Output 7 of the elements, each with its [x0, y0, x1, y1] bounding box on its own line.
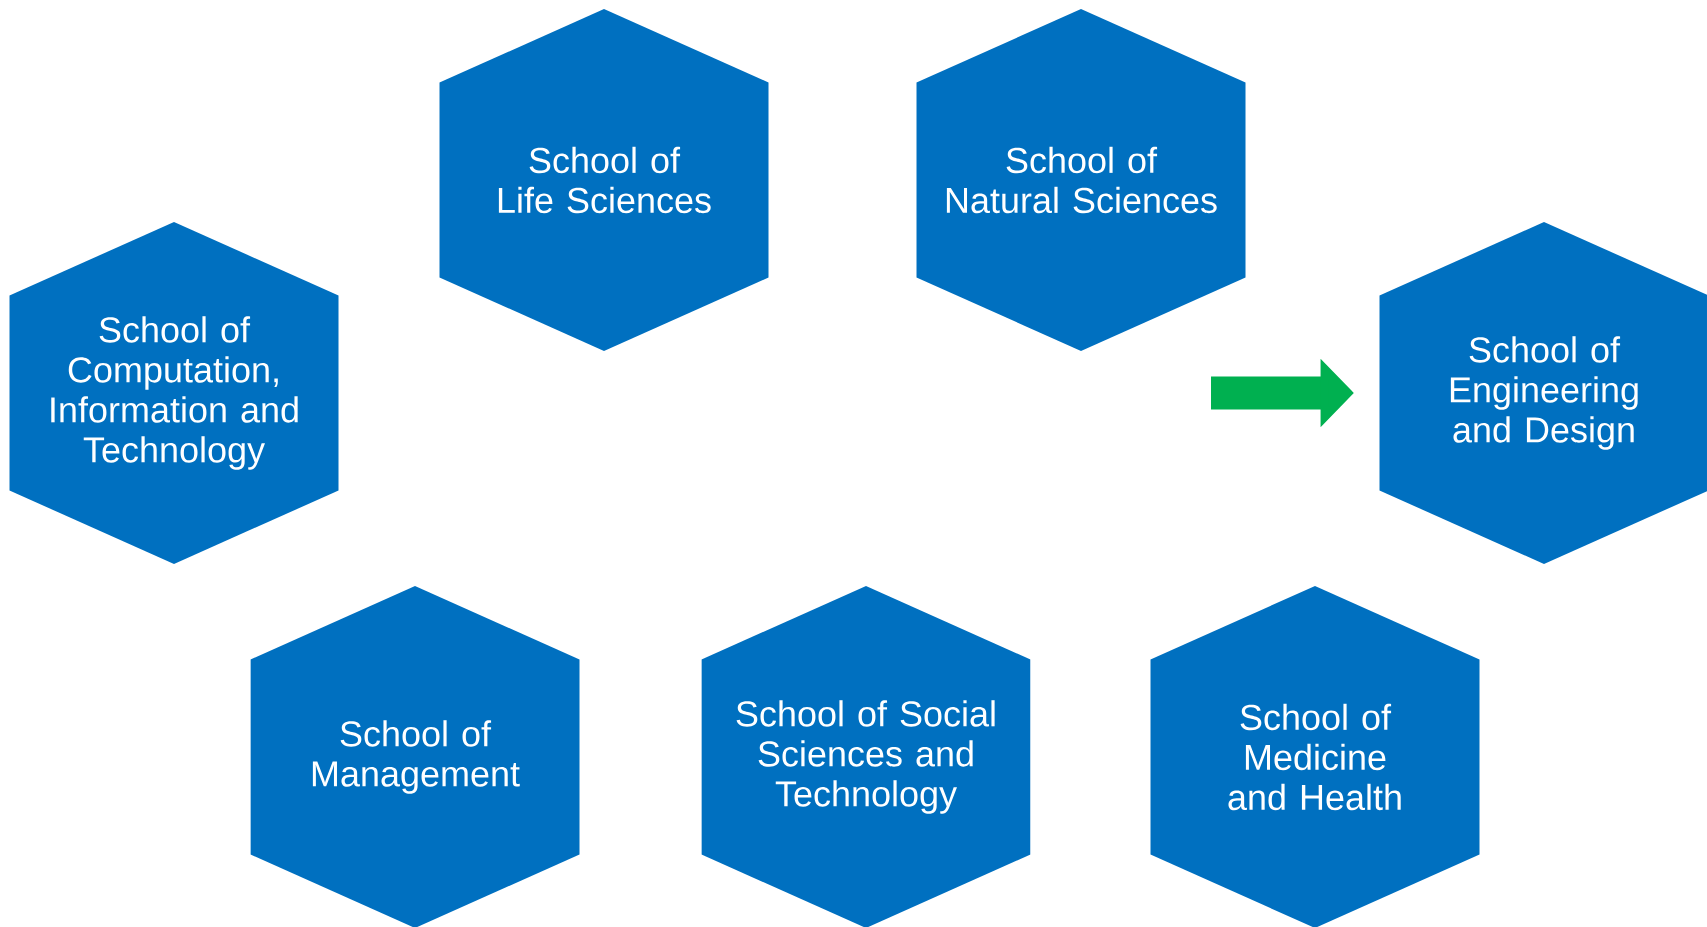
- hexagon: School of Engineering and Design: [1379, 222, 1707, 564]
- hexagon: School of Natural Sciences: [916, 9, 1246, 351]
- hexagon: School of Management: [250, 586, 580, 927]
- hexagon: School of Computation, Information and Technology: [9, 222, 339, 564]
- hexagon: School of Social Sciences and Technology: [701, 586, 1031, 927]
- hexagon: School of Medicine and Health: [1150, 586, 1480, 927]
- hexagon: School of Life Sciences: [439, 9, 769, 351]
